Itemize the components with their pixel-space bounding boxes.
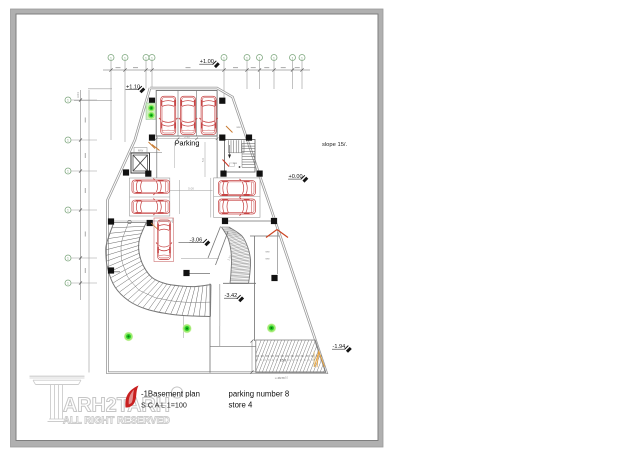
svg-text:1: 1 [67,257,69,261]
svg-text:store 4: store 4 [229,401,253,410]
svg-text:1: 1 [223,56,225,60]
svg-text:S C A L 1=100: S C A L 1=100 [141,401,187,410]
svg-text:Parking: Parking [175,139,200,148]
svg-text:-1Basement plan: -1Basement plan [141,390,200,399]
svg-text:1: 1 [145,56,147,60]
svg-text:1: 1 [67,170,69,174]
svg-text:1: 1 [67,139,69,143]
svg-text:store 10: store 10 [278,376,289,380]
svg-text:1: 1 [67,99,69,103]
svg-text:15%: 15% [280,359,287,363]
svg-text:1: 1 [292,56,294,60]
svg-text:parking number 8: parking number 8 [229,390,290,399]
svg-text:1: 1 [110,56,112,60]
svg-text:1: 1 [273,56,275,60]
svg-text:1: 1 [246,56,248,60]
svg-text:1: 1 [301,56,303,60]
svg-text:5.0: 5.0 [201,158,205,163]
svg-text:slope 15/.: slope 15/. [322,142,348,148]
svg-text:1: 1 [259,56,261,60]
svg-text:MW: MW [138,149,143,153]
svg-text:5.00: 5.00 [188,187,194,191]
svg-text:ALL RIGHT RESERVED: ALL RIGHT RESERVED [63,415,170,427]
svg-text:1: 1 [67,209,69,213]
svg-text:1: 1 [151,56,153,60]
svg-text:1: 1 [124,56,126,60]
svg-text:1: 1 [67,282,69,286]
svg-text:3.04: 3.04 [76,92,80,98]
